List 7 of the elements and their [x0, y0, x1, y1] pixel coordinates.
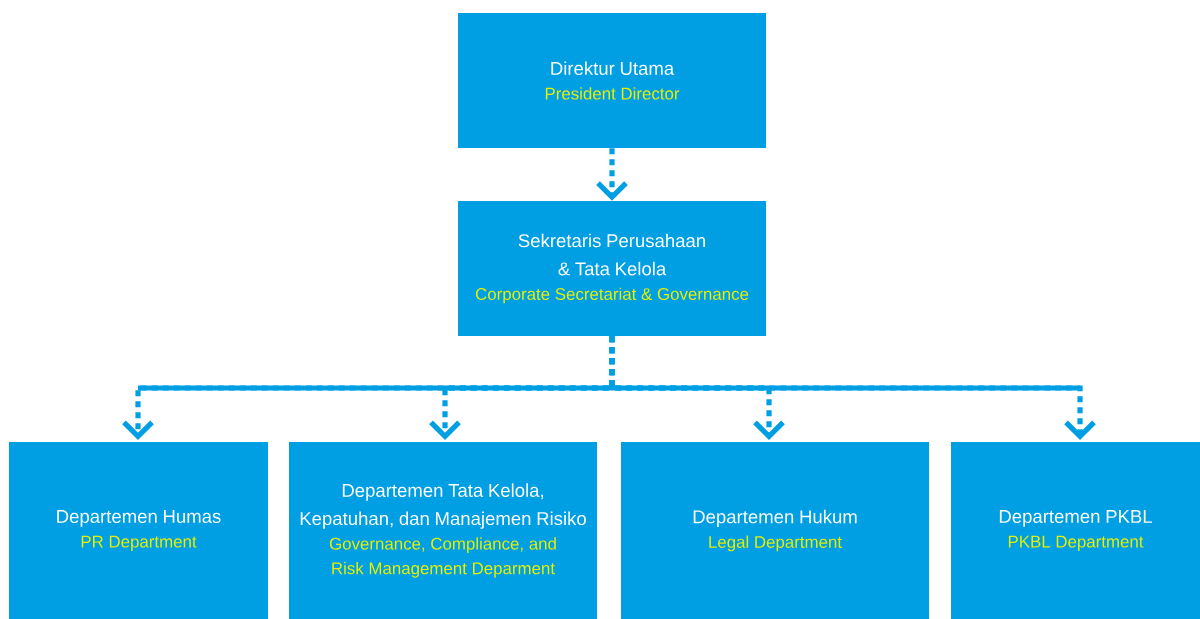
org-box: Sekretaris Perusahaan & Tata Kelola Corporate Secretariat & Governance: [458, 201, 766, 336]
org-box: Departemen Hukum Legal Department: [621, 442, 929, 619]
org-box: Departemen PKBL PKBL Department: [951, 442, 1200, 619]
connector-arrow: [609, 336, 1096, 440]
org-box: Direktur Utama President Director: [458, 13, 766, 148]
org-box: Departemen Tata Kelola, Kepatuhan, dan Manajemen Risiko Governance, Compliance, and Risk Management Deparment: [289, 442, 597, 619]
org-box: Departemen Humas PR Department: [9, 442, 268, 619]
